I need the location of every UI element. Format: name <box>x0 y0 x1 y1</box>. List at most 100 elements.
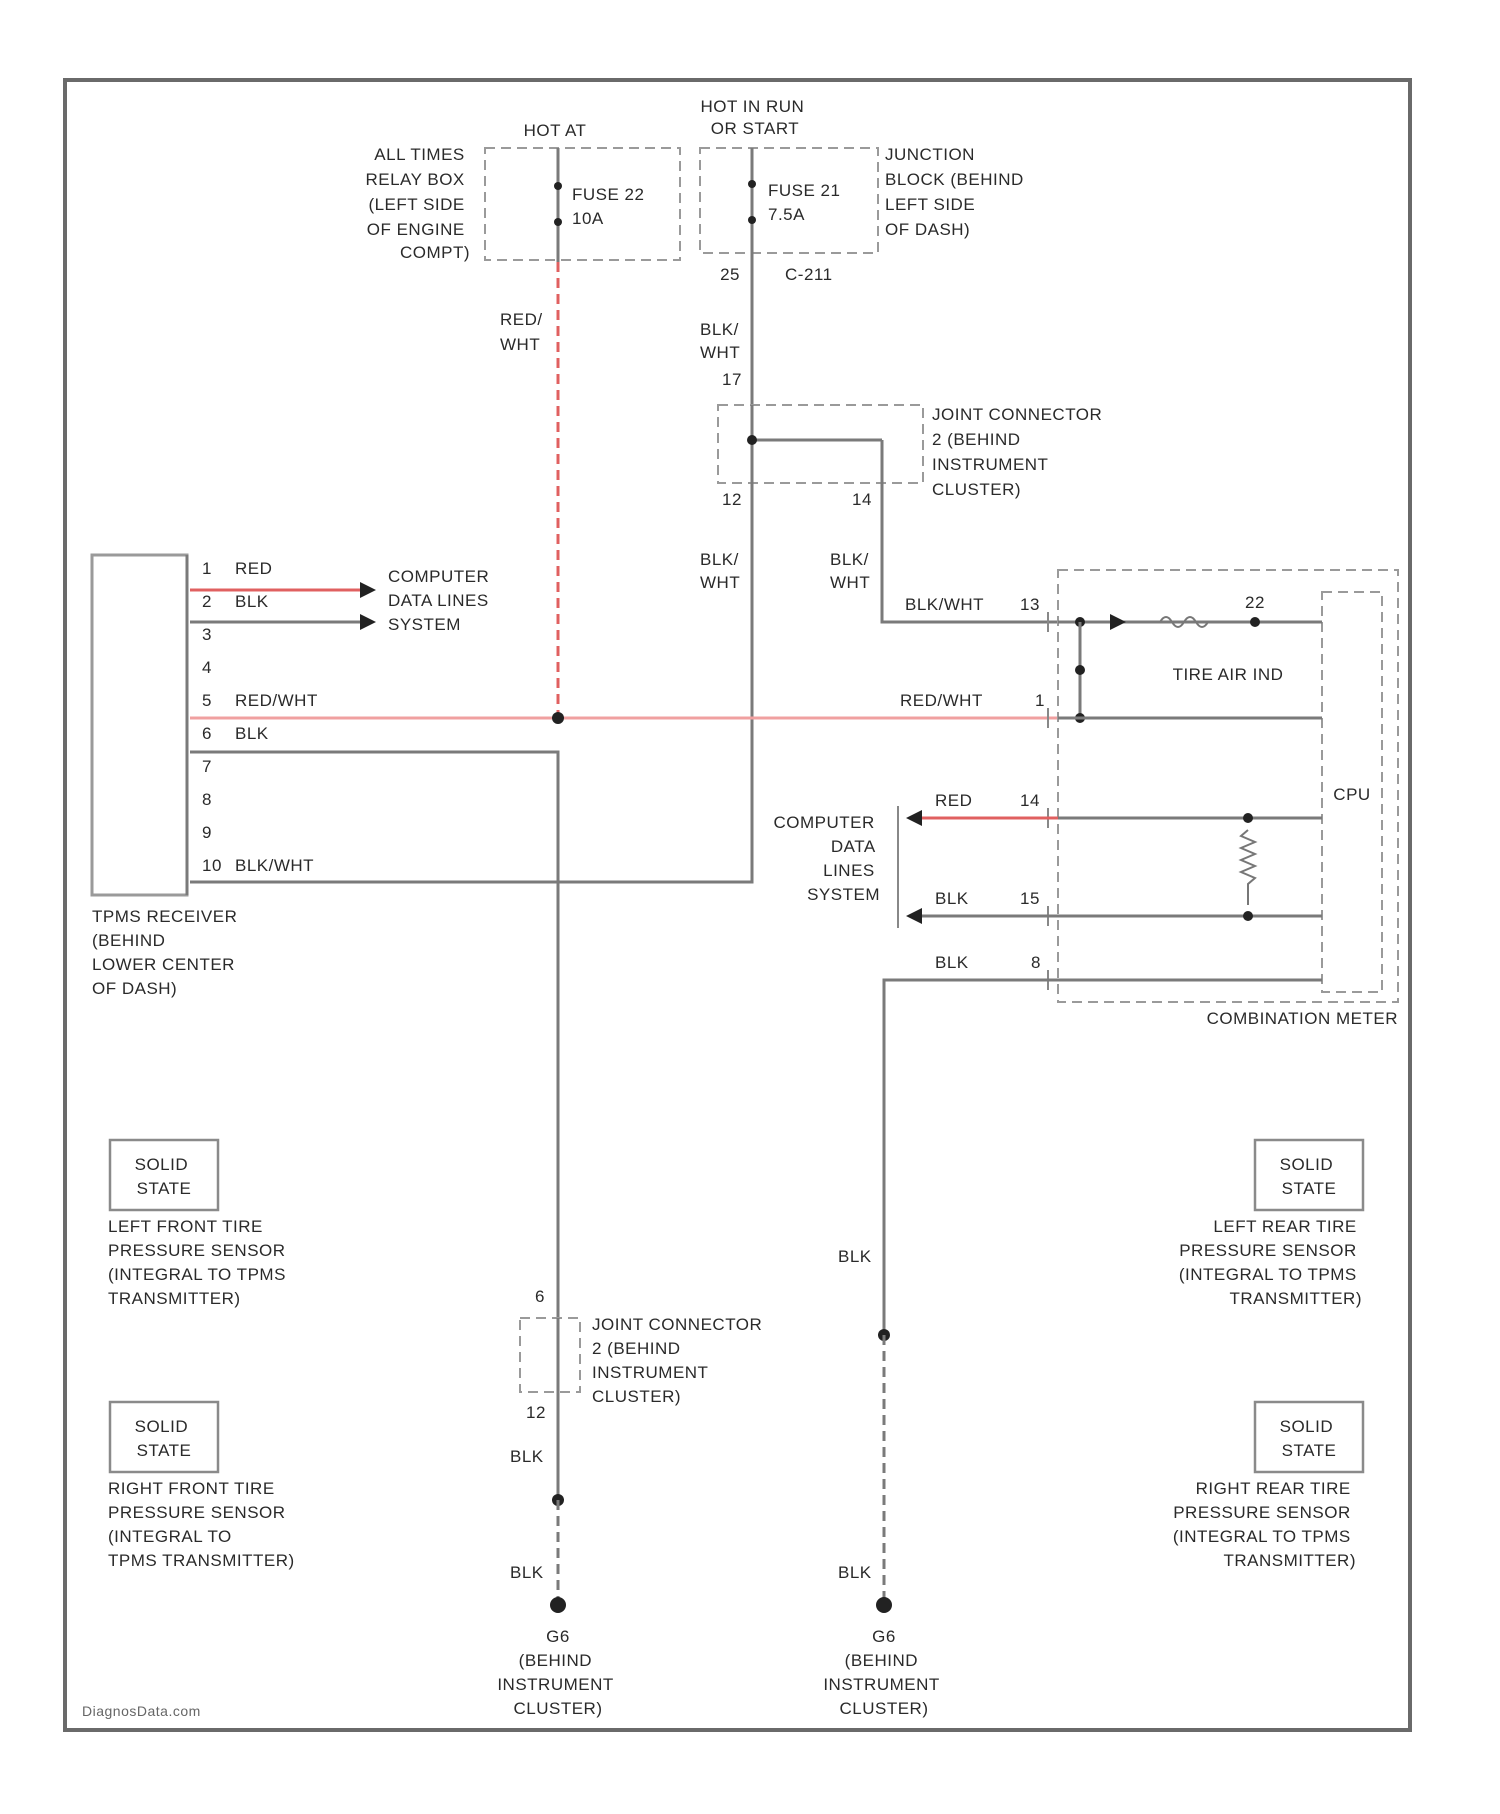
meter-pin-1: 1 <box>1035 691 1045 710</box>
sensor-label-line: TRANSMITTER) <box>108 1289 241 1308</box>
ground-id: G6 <box>546 1627 570 1646</box>
joint-bottom-pin-6: 6 <box>535 1287 545 1306</box>
terminating-resistor <box>1241 830 1255 905</box>
meter-node <box>1243 911 1253 921</box>
wire-label-line: RED/ <box>500 310 543 329</box>
tpms-receiver-label-line: LOWER CENTER <box>92 955 235 974</box>
ground-label: (BEHIND INSTRUMENT CLUSTER) <box>823 1651 944 1718</box>
solid-state-line: STATE <box>137 1441 192 1460</box>
solid-state-box <box>110 1402 218 1472</box>
arrow-red-data <box>360 582 376 598</box>
computer-data-left-line: DATA LINES <box>388 591 489 610</box>
hot-in-run-line: HOT IN RUN <box>700 97 804 116</box>
meter-pin-22: 22 <box>1245 593 1265 612</box>
junction-block-outline <box>700 148 878 253</box>
junction-block-line: JUNCTION <box>885 145 975 164</box>
computer-data-left-line: COMPUTER <box>388 567 489 586</box>
sensor-label-line: PRESSURE SENSOR <box>108 1241 286 1260</box>
joint-bottom-label-line: JOINT CONNECTOR <box>592 1315 762 1334</box>
joint-bottom-label-line: CLUSTER) <box>592 1387 681 1406</box>
receiver-pin-wire: BLK/WHT <box>235 856 314 875</box>
solid-state-box <box>1255 1140 1363 1210</box>
wire-label-blk-wht-2: BLK/ WHT <box>700 550 744 592</box>
joint-top-label-line: INSTRUMENT <box>932 455 1048 474</box>
solid-state-line: STATE <box>137 1179 192 1198</box>
tpms-receiver-label-line: TPMS RECEIVER <box>92 907 237 926</box>
wire-label-red-wht-meter: RED/WHT <box>900 691 983 710</box>
ground-label-line: INSTRUMENT <box>823 1675 939 1694</box>
ground-label-line: (BEHIND <box>519 1651 592 1670</box>
wire-label-blk-right-1: BLK <box>838 1247 872 1266</box>
ground-label-line: CLUSTER) <box>839 1699 928 1718</box>
solid-state-box <box>1255 1402 1363 1472</box>
sensor-label-line: LEFT FRONT TIRE <box>108 1217 263 1236</box>
wire-label-red-wht: RED/ WHT <box>500 310 548 354</box>
meter-node <box>1243 813 1253 823</box>
solid-state-line: SOLID <box>1280 1155 1334 1174</box>
joint-connector-outline <box>520 1318 580 1392</box>
sensor-label-line: RIGHT REAR TIRE <box>1196 1479 1351 1498</box>
ground-point <box>876 1597 892 1613</box>
joint-splice <box>747 435 757 445</box>
sensor-label-line: PRESSURE SENSOR <box>1179 1241 1357 1260</box>
wire-label-blk-meter: BLK <box>935 889 969 908</box>
ground-g6-right: G6 (BEHIND INSTRUMENT CLUSTER) <box>823 1597 944 1718</box>
fuse-21-name: FUSE 21 <box>768 181 840 200</box>
watermark: DiagnosData.com <box>82 1703 201 1719</box>
fuse-22-terminal <box>554 218 562 226</box>
sensor-label-line: (INTEGRAL TO TPMS <box>1179 1265 1357 1284</box>
fuse-21-pin: 25 <box>720 265 740 284</box>
joint-bottom-label-line: 2 (BEHIND <box>592 1339 681 1358</box>
sensor-right-rear: SOLID STATE RIGHT REAR TIRE PRESSURE SEN… <box>1173 1402 1363 1570</box>
computer-data-right-line: COMPUTER <box>773 813 874 832</box>
ground-g6-left: G6 (BEHIND INSTRUMENT CLUSTER) <box>497 1597 618 1718</box>
arrow-blk-meter <box>906 908 922 924</box>
fuse-21-connector: C-211 <box>785 265 833 284</box>
joint-bottom-pin-12: 12 <box>526 1403 546 1422</box>
relay-box-label: ALL TIMES RELAY BOX (LEFT SIDE OF ENGINE… <box>365 145 470 262</box>
joint-connector-2-bottom: 6 12 JOINT CONNECTOR 2 (BEHIND INSTRUMEN… <box>520 1287 768 1500</box>
computer-data-right-line: SYSTEM <box>807 885 880 904</box>
fuse-21-rating: 7.5A <box>768 205 805 224</box>
solid-state-line: STATE <box>1282 1441 1337 1460</box>
receiver-pin-number: 5 <box>202 691 212 710</box>
joint-top-label-line: JOINT CONNECTOR <box>932 405 1102 424</box>
ground-id: G6 <box>872 1627 896 1646</box>
junction-block-line: BLOCK (BEHIND <box>885 170 1024 189</box>
ground-point <box>550 1597 566 1613</box>
joint-connector-outline <box>718 405 923 483</box>
computer-data-right-line: DATA <box>831 837 876 856</box>
joint-connector-2-top: 17 12 14 JOINT CONNECTOR 2 (BEHIND INSTR… <box>718 370 1108 509</box>
splice-red-wht <box>552 712 564 724</box>
receiver-pin-wire: BLK <box>235 724 269 743</box>
receiver-pin-number: 1 <box>202 559 212 578</box>
junction-block-label: JUNCTION BLOCK (BEHIND LEFT SIDE OF DASH… <box>885 145 1029 239</box>
solid-state-line: STATE <box>1282 1179 1337 1198</box>
indicator-diode <box>1110 614 1126 630</box>
sensor-label-line: RIGHT FRONT TIRE <box>108 1479 275 1498</box>
wire-label-line: WHT <box>700 573 740 592</box>
computer-data-left-label: COMPUTER DATA LINES SYSTEM <box>388 567 495 634</box>
solid-state-line: SOLID <box>135 1155 189 1174</box>
joint-top-label-line: CLUSTER) <box>932 480 1021 499</box>
hot-at-all-times-group: HOT AT ALL TIMES RELAY BOX (LEFT SIDE OF… <box>365 121 680 262</box>
receiver-pin-wire: BLK <box>235 592 269 611</box>
fuse-21-terminal <box>748 216 756 224</box>
tpms-receiver-label: TPMS RECEIVER (BEHIND LOWER CENTER OF DA… <box>92 907 243 998</box>
relay-box-line: RELAY BOX <box>365 170 464 189</box>
meter-pin-14: 14 <box>1020 791 1040 810</box>
receiver-pin-wire: RED <box>235 559 272 578</box>
wire-label-blk-wht-3: BLK/ WHT <box>830 550 874 592</box>
receiver-pin-number: 3 <box>202 625 212 644</box>
junction-block-line: LEFT SIDE <box>885 195 975 214</box>
combination-meter: CPU COMBINATION METER TIRE AIR IND 22 13… <box>1020 570 1398 1028</box>
meter-node <box>1250 617 1260 627</box>
wire-label-line: BLK/ <box>700 550 739 569</box>
tire-air-ind-label: TIRE AIR IND <box>1173 665 1284 684</box>
fuse-22-terminal <box>554 182 562 190</box>
solid-state-box <box>110 1140 218 1210</box>
relay-box-line: OF ENGINE <box>367 220 465 239</box>
wire-blk-meter-ground <box>884 980 1058 1335</box>
sensor-label-line: TRANSMITTER) <box>1223 1551 1356 1570</box>
sensor-label-line: (INTEGRAL TO TPMS <box>1173 1527 1351 1546</box>
